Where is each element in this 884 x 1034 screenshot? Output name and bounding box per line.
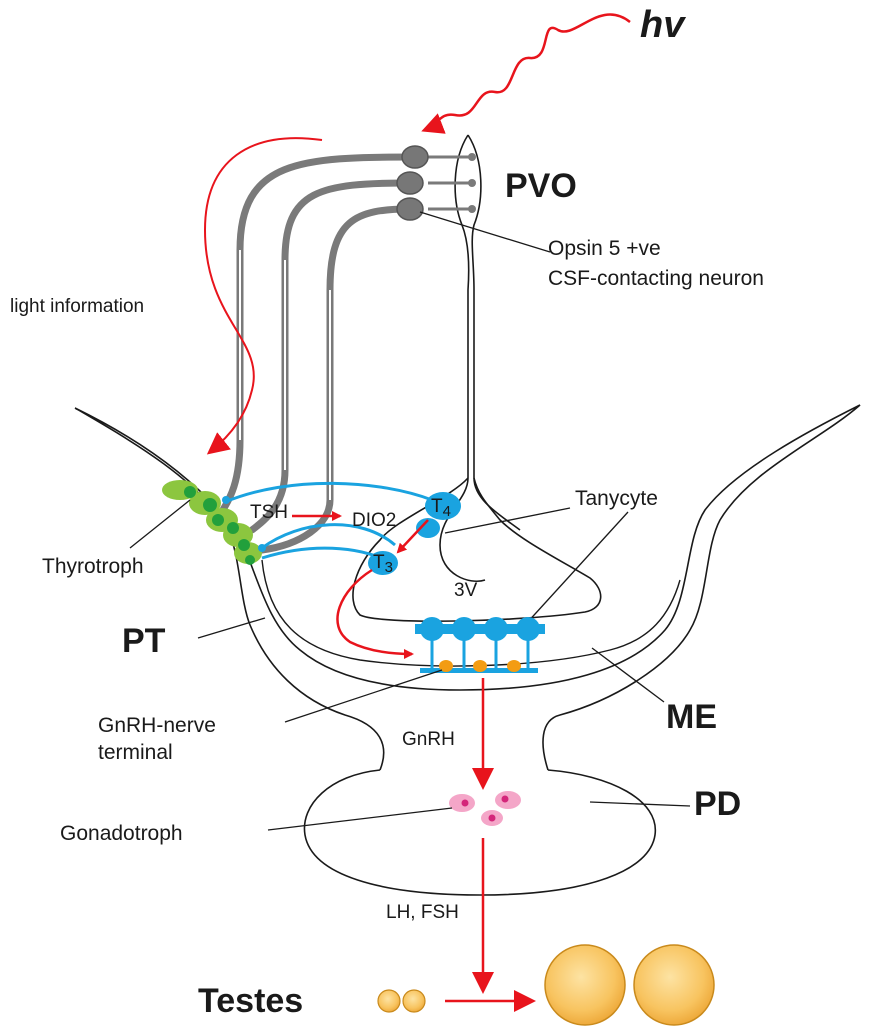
pvo-label: PVO	[505, 167, 577, 205]
thyrotroph-label: Thyrotroph	[42, 555, 144, 578]
me-leader-line	[592, 648, 664, 702]
pt-label: PT	[122, 622, 166, 660]
pd-leader-line	[590, 802, 690, 806]
neuron-soma-2	[397, 172, 423, 194]
opsin-label-line2: CSF-contacting neuron	[548, 267, 764, 290]
testes-label: Testes	[198, 982, 303, 1020]
gnrh-label: GnRH	[402, 729, 455, 750]
me-label: ME	[666, 698, 717, 736]
tanycyte-row	[415, 617, 545, 673]
gnrh-terminal-leader-line	[285, 670, 442, 722]
t3-subscript: 3	[385, 559, 393, 576]
gonadotroph-leader-line	[268, 808, 452, 830]
light-information-label: light information	[10, 296, 144, 317]
thyrotroph-leader-line	[130, 500, 190, 548]
t4-subscript: 4	[443, 503, 451, 520]
csf-neurons	[220, 146, 476, 550]
t3-label: T	[373, 552, 385, 573]
tanycyte-label: Tanycyte	[575, 487, 658, 510]
large-testis-2	[634, 945, 714, 1025]
tanycyte-leader-to-cell	[445, 508, 570, 533]
t3-to-me-arrow	[337, 570, 412, 654]
gonadotroph-label: Gonadotroph	[60, 822, 183, 845]
small-testis-2	[403, 990, 425, 1012]
large-testis-1	[545, 945, 625, 1025]
light-wave-arrow	[425, 14, 630, 130]
tsh-label: TSH	[250, 502, 288, 523]
t4-label: T	[431, 496, 443, 517]
lh-fsh-label: LH, FSH	[386, 902, 459, 923]
hv-label: hv	[640, 4, 686, 46]
pars-distalis-outline	[304, 770, 655, 895]
opsin-label-line1: Opsin 5 +ve	[548, 237, 661, 260]
pd-label: PD	[694, 785, 741, 823]
tanycyte-leader-to-row	[525, 512, 628, 625]
neuron-soma-1	[402, 146, 428, 168]
small-testis-1	[378, 990, 400, 1012]
opsin-leader-line	[420, 212, 550, 252]
gonadotroph-cells	[449, 791, 521, 826]
inner-me-curve	[262, 560, 680, 666]
gnrh-terminal-label-line2: terminal	[98, 741, 173, 764]
dio2-label: DIO2	[352, 510, 396, 531]
gnrh-terminal-label-line1: GnRH-nerve	[98, 714, 216, 737]
third-ventricle-label: 3V	[454, 580, 478, 601]
neuron-soma-3	[397, 198, 423, 220]
